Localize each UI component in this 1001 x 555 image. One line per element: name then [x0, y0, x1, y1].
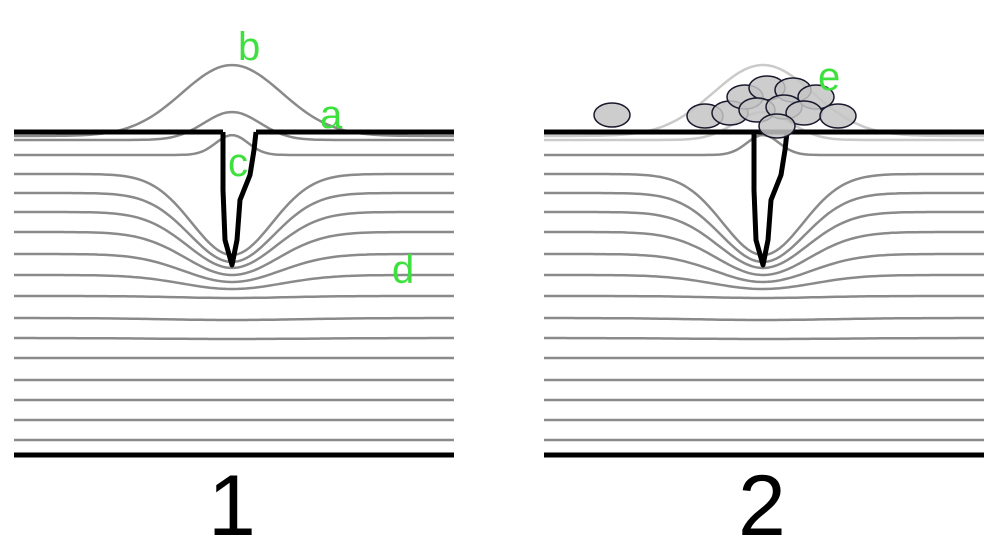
uplifted-layer [14, 110, 454, 142]
rock-layer [14, 230, 454, 277]
rock-layer [544, 252, 984, 284]
label-d: d [392, 248, 414, 292]
rock-layer [14, 294, 454, 300]
panel-number-1: 1 [208, 458, 256, 554]
clast [593, 102, 631, 128]
uplifted-layer [14, 63, 454, 138]
clast-pile [593, 75, 857, 139]
rock-layer [544, 133, 984, 157]
label-c: c [228, 141, 248, 185]
panel-2 [544, 63, 984, 458]
rock-layer [14, 133, 454, 157]
clast [758, 113, 796, 139]
label-a: a [320, 93, 343, 137]
rock-layer [14, 252, 454, 284]
rock-layer [544, 336, 984, 341]
label-e: e [818, 55, 840, 99]
rock-layer [544, 210, 984, 270]
rock-layer [14, 336, 454, 341]
eroded-layer [544, 63, 984, 138]
rock-layer [14, 210, 454, 270]
clast [819, 103, 857, 129]
panel-1 [14, 63, 454, 458]
rock-layer [544, 172, 984, 257]
rock-layer [14, 316, 454, 322]
label-b: b [238, 25, 260, 69]
rock-layer [544, 294, 984, 300]
fissure [220, 131, 259, 268]
fissure [751, 131, 790, 268]
panel-number-2: 2 [738, 458, 786, 554]
rock-layer [544, 273, 984, 291]
rock-layer [544, 316, 984, 322]
rock-layer [14, 273, 454, 291]
rock-layer [544, 230, 984, 277]
